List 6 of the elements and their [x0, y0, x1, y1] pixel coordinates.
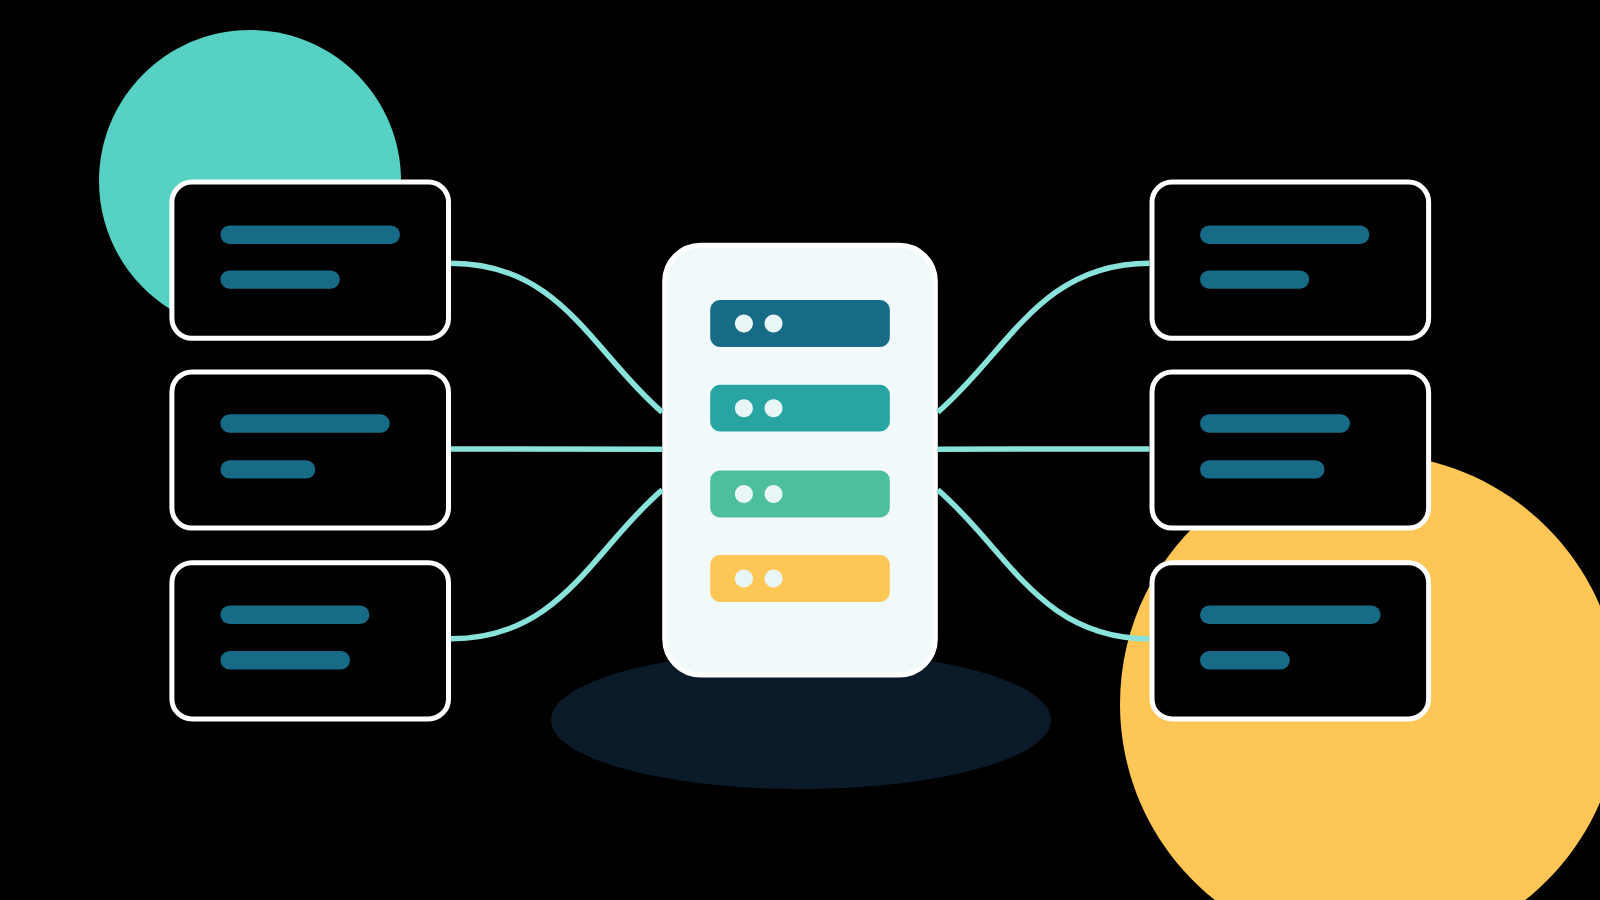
connector-line	[937, 446, 1150, 452]
connector-line	[451, 446, 663, 452]
connector-line	[935, 260, 1150, 415]
connector-line	[935, 487, 1150, 642]
connector-line	[450, 487, 665, 642]
connector-line	[450, 260, 665, 415]
